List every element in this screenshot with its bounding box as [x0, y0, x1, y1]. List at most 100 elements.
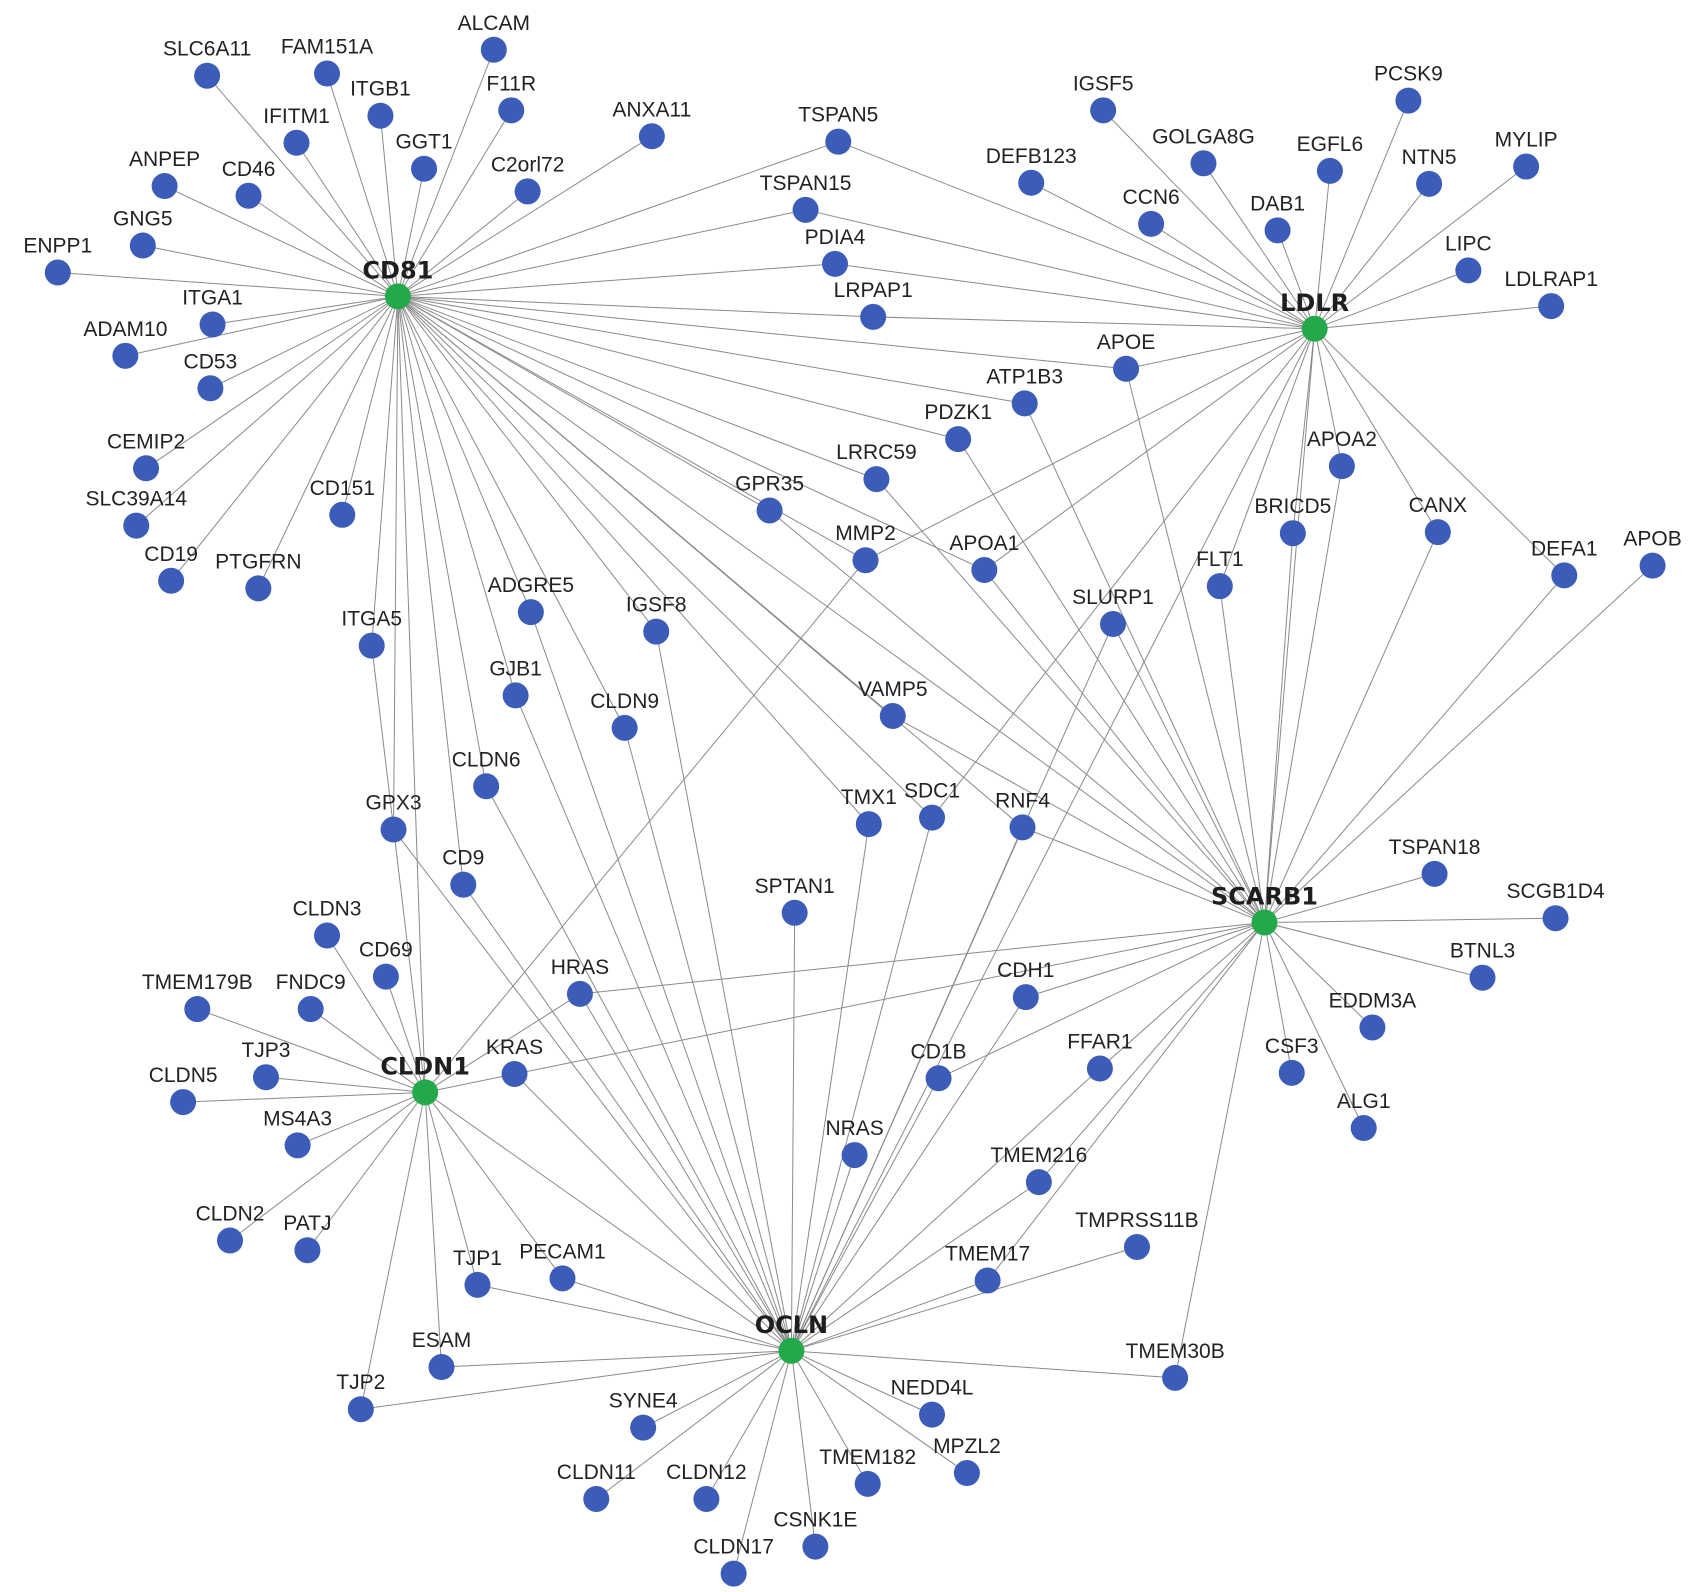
node-marker-lrpap1[interactable]: [860, 303, 887, 330]
node-marker-scgb1d4[interactable]: [1542, 905, 1569, 932]
node-anxa11[interactable]: ANXA11: [612, 98, 691, 150]
node-defb123[interactable]: DEFB123: [986, 145, 1077, 196]
node-marker-ifitm1[interactable]: [283, 129, 310, 156]
node-marker-apob[interactable]: [1639, 552, 1666, 579]
node-slurp1[interactable]: SLURP1: [1072, 586, 1154, 638]
node-marker-flt1[interactable]: [1206, 573, 1233, 600]
node-marker-ms4a3[interactable]: [284, 1132, 311, 1159]
node-marker-vamp5[interactable]: [879, 702, 906, 729]
node-tmem30b[interactable]: TMEM30B: [1126, 1340, 1225, 1391]
node-marker-tjp1[interactable]: [464, 1271, 491, 1298]
node-marker-itga1[interactable]: [199, 311, 226, 338]
node-apoa2[interactable]: APOA2: [1307, 428, 1377, 480]
node-marker-anpep[interactable]: [151, 173, 178, 200]
node-marker-tjp3[interactable]: [252, 1064, 279, 1091]
node-marker-atp1b3[interactable]: [1011, 390, 1038, 417]
node-alg1[interactable]: ALG1: [1337, 1090, 1391, 1142]
node-marker-pdia4[interactable]: [822, 250, 849, 277]
node-marker-rnf4[interactable]: [1009, 814, 1036, 841]
node-marker-apoa2[interactable]: [1328, 453, 1355, 480]
node-marker-tjp2[interactable]: [347, 1396, 374, 1423]
node-marker-cldn12[interactable]: [693, 1485, 720, 1512]
node-marker-egfl6[interactable]: [1316, 157, 1343, 184]
node-egfl6[interactable]: EGFL6: [1297, 133, 1364, 184]
node-cldn3[interactable]: CLDN3: [293, 898, 362, 949]
node-itga5[interactable]: ITGA5: [341, 608, 402, 659]
node-marker-adam10[interactable]: [112, 342, 139, 369]
node-gjb1[interactable]: GJB1: [489, 657, 542, 709]
node-cd69[interactable]: CD69: [359, 939, 413, 990]
node-marker-csf3[interactable]: [1278, 1059, 1305, 1086]
node-cd9[interactable]: CD9: [442, 847, 484, 898]
node-marker-canx[interactable]: [1424, 519, 1451, 546]
node-igsf8[interactable]: IGSF8: [626, 594, 687, 645]
node-tmem17[interactable]: TMEM17: [945, 1243, 1030, 1294]
node-marker-itgb1[interactable]: [367, 102, 394, 129]
node-marker-alg1[interactable]: [1350, 1115, 1377, 1142]
node-tmem179b[interactable]: TMEM179B: [142, 971, 253, 1023]
node-eddm3a[interactable]: EDDM3A: [1329, 989, 1417, 1041]
node-syne4[interactable]: SYNE4: [609, 1390, 678, 1441]
node-kras[interactable]: KRAS: [486, 1036, 543, 1087]
node-tmem216[interactable]: TMEM216: [990, 1144, 1087, 1196]
node-tspan18[interactable]: TSPAN18: [1389, 836, 1481, 887]
node-ntn5[interactable]: NTN5: [1402, 146, 1457, 197]
node-itgb1[interactable]: ITGB1: [350, 78, 411, 129]
node-marker-itga5[interactable]: [358, 632, 385, 659]
node-marker-apoa1[interactable]: [971, 556, 998, 583]
node-marker-bricd5[interactable]: [1279, 520, 1306, 547]
node-csnk1e[interactable]: CSNK1E: [773, 1509, 857, 1560]
node-alcam[interactable]: ALCAM: [458, 12, 530, 63]
node-marker-nedd4l[interactable]: [919, 1401, 946, 1428]
node-marker-tspan5[interactable]: [825, 128, 852, 155]
node-marker-apoe[interactable]: [1113, 355, 1140, 382]
node-gpr35[interactable]: GPR35: [735, 472, 804, 524]
node-marker-igsf5[interactable]: [1090, 97, 1117, 124]
node-marker-ccn6[interactable]: [1138, 210, 1165, 237]
node-cdh1[interactable]: CDH1: [997, 959, 1054, 1011]
node-marker-slurp1[interactable]: [1099, 611, 1126, 638]
node-marker-c2orf72[interactable]: [514, 178, 541, 205]
node-tmx1[interactable]: TMX1: [841, 786, 897, 838]
node-marker-cemip2[interactable]: [133, 455, 160, 482]
node-marker-csnk1e[interactable]: [802, 1533, 829, 1560]
hub-marker-ocln[interactable]: [778, 1337, 805, 1364]
node-cldn9[interactable]: CLDN9: [590, 690, 659, 741]
node-marker-cd19[interactable]: [158, 567, 185, 594]
node-tmprss11b[interactable]: TMPRSS11B: [1075, 1209, 1199, 1260]
node-marker-cldn2[interactable]: [217, 1227, 244, 1254]
node-marker-eddm3a[interactable]: [1359, 1014, 1386, 1041]
node-marker-lipc[interactable]: [1455, 257, 1482, 284]
node-marker-slc6a11[interactable]: [194, 62, 221, 89]
node-marker-nras[interactable]: [841, 1142, 868, 1169]
node-marker-lrrc59[interactable]: [863, 466, 890, 493]
node-atp1b3[interactable]: ATP1B3: [986, 365, 1063, 417]
node-marker-patj[interactable]: [294, 1237, 321, 1264]
node-flt1[interactable]: FLT1: [1196, 548, 1244, 600]
node-marker-hras[interactable]: [566, 980, 593, 1007]
node-marker-esam[interactable]: [428, 1354, 455, 1381]
node-nedd4l[interactable]: NEDD4L: [891, 1377, 974, 1428]
node-marker-pdzk1[interactable]: [945, 426, 972, 453]
hub-marker-ldlr[interactable]: [1301, 315, 1328, 342]
node-slc39a14[interactable]: SLC39A14: [85, 488, 187, 539]
node-marker-anxa11[interactable]: [638, 123, 665, 150]
hub-marker-scarb1[interactable]: [1251, 909, 1278, 936]
node-lrpap1[interactable]: LRPAP1: [834, 279, 913, 330]
node-ggt1[interactable]: GGT1: [395, 131, 453, 182]
node-marker-tmem216[interactable]: [1025, 1169, 1052, 1196]
node-marker-enpp1[interactable]: [44, 259, 71, 286]
node-lrrc59[interactable]: LRRC59: [836, 441, 917, 493]
node-marker-tmx1[interactable]: [855, 811, 882, 838]
node-adgre5[interactable]: ADGRE5: [488, 574, 574, 626]
node-f11r[interactable]: F11R: [486, 72, 536, 124]
node-adam10[interactable]: ADAM10: [83, 318, 167, 369]
node-enpp1[interactable]: ENPP1: [23, 235, 92, 286]
node-rnf4[interactable]: RNF4: [995, 789, 1050, 841]
node-marker-slc39a14[interactable]: [123, 512, 150, 539]
node-marker-gng5[interactable]: [129, 232, 156, 259]
node-scgb1d4[interactable]: SCGB1D4: [1507, 880, 1605, 932]
node-marker-syne4[interactable]: [630, 1414, 657, 1441]
node-ffar1[interactable]: FFAR1: [1067, 1031, 1133, 1082]
node-cldn12[interactable]: CLDN12: [666, 1461, 747, 1512]
